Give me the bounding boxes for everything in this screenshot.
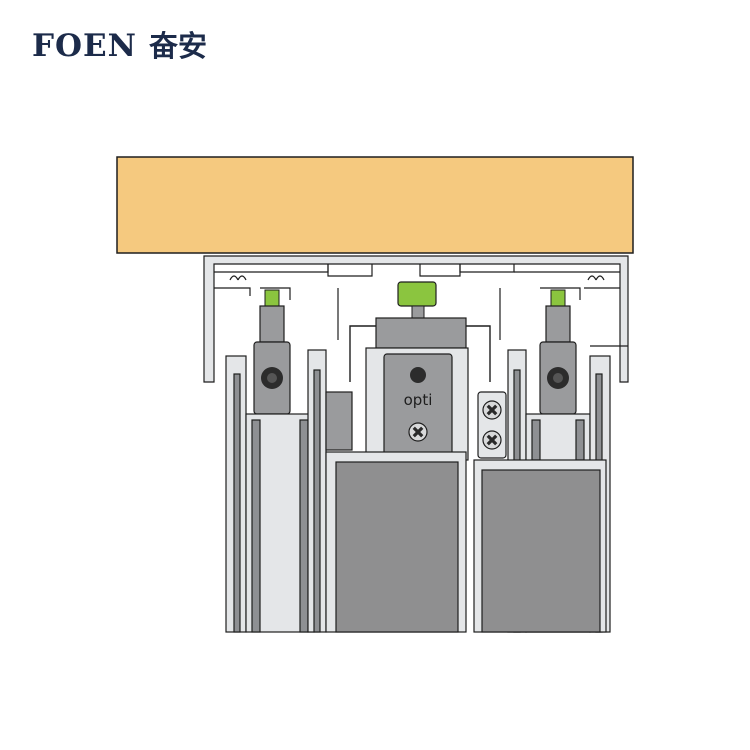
hardware-brand-mark: opti xyxy=(404,391,433,409)
side-screw-plate xyxy=(477,391,507,459)
left-roller xyxy=(253,289,291,415)
top-track-profile xyxy=(203,255,629,383)
brand-logo: FOEN 奋安 xyxy=(32,26,207,66)
brand-name-latin: FOEN xyxy=(32,27,137,64)
ceiling-beam xyxy=(116,156,634,254)
right-roller-green-cap xyxy=(550,289,566,307)
left-roller-green-cap xyxy=(264,289,280,307)
center-bracket: opti xyxy=(349,281,491,461)
left-door-frame xyxy=(225,349,353,633)
right-roller xyxy=(539,289,577,415)
brand-name-cjk: 奋安 xyxy=(148,28,207,63)
door-panels xyxy=(325,451,607,633)
center-green-stopper xyxy=(397,281,437,307)
